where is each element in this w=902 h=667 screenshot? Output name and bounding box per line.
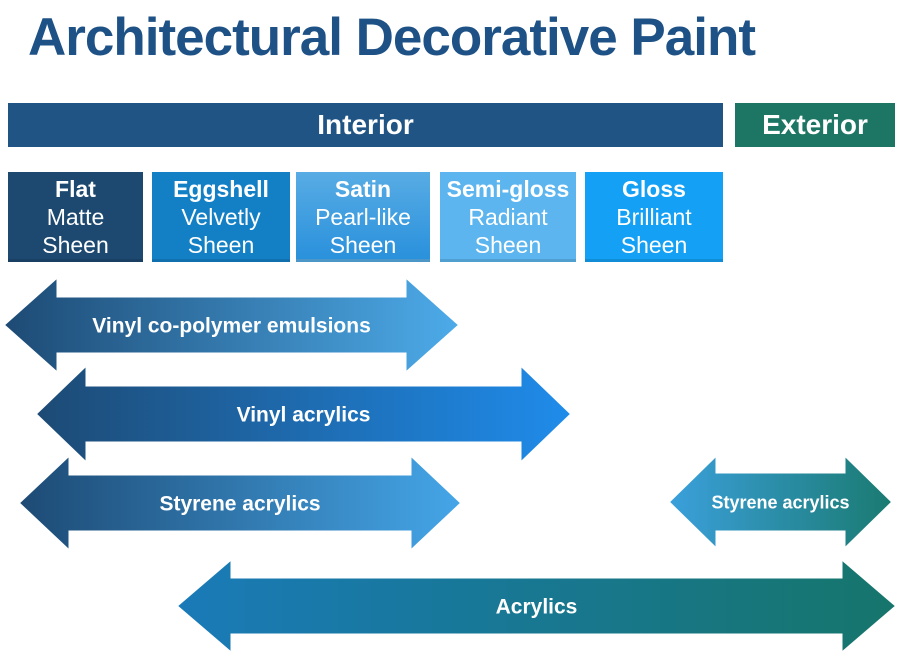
sheen-finish: Radiant xyxy=(468,204,548,230)
sheen-name: Semi-gloss xyxy=(446,176,570,202)
sheen-word: Sheen xyxy=(329,232,397,258)
sheen-word: Sheen xyxy=(620,232,688,258)
sheen-word: Sheen xyxy=(187,232,255,258)
sheen-box-semi-gloss: Semi-gloss Radiant Sheen xyxy=(440,172,576,262)
sheen-word: Sheen xyxy=(474,232,542,258)
arrow-vinyl-acrylics xyxy=(32,360,575,468)
arrow-label-acrylics: Acrylics xyxy=(496,595,578,618)
arrow-vinyl-co-polymer-emulsions xyxy=(0,272,463,378)
sheen-finish: Pearl-like xyxy=(315,204,411,230)
arrow-label-styrene-acrylics-exterior: Styrene acrylics xyxy=(711,492,849,512)
arrow-styrene-acrylics-exterior xyxy=(665,450,896,554)
sheen-box-gloss: Gloss Brilliant Sheen xyxy=(585,172,723,262)
sheen-word: Sheen xyxy=(42,232,109,258)
band-interior-label: Interior xyxy=(317,109,414,140)
band-exterior-label: Exterior xyxy=(762,109,868,140)
page-title: Architectural Decorative Paint xyxy=(28,8,756,67)
arrow-label-styrene-acrylics-interior: Styrene acrylics xyxy=(159,492,320,515)
sheen-finish: Velvetly xyxy=(181,204,261,230)
arrow-styrene-acrylics-interior xyxy=(15,450,465,556)
sheen-name: Satin xyxy=(334,176,392,202)
sheen-name: Flat xyxy=(55,176,96,202)
sheen-name: Eggshell xyxy=(173,176,269,202)
sheen-box-eggshell: Eggshell Velvetly Sheen xyxy=(152,172,290,262)
arrow-label-vinyl-co-polymer-emulsions: Vinyl co-polymer emulsions xyxy=(92,314,371,337)
sheen-box-flat: Flat Matte Sheen xyxy=(8,172,143,262)
band-interior: Interior xyxy=(8,103,723,147)
band-exterior: Exterior xyxy=(735,103,895,147)
arrow-acrylics xyxy=(173,554,900,658)
sheen-finish: Matte xyxy=(46,204,105,230)
sheen-box-satin: Satin Pearl-like Sheen xyxy=(296,172,430,262)
arrow-label-vinyl-acrylics: Vinyl acrylics xyxy=(237,403,371,426)
sheen-finish: Brilliant xyxy=(616,204,692,230)
sheen-name: Gloss xyxy=(622,176,686,202)
